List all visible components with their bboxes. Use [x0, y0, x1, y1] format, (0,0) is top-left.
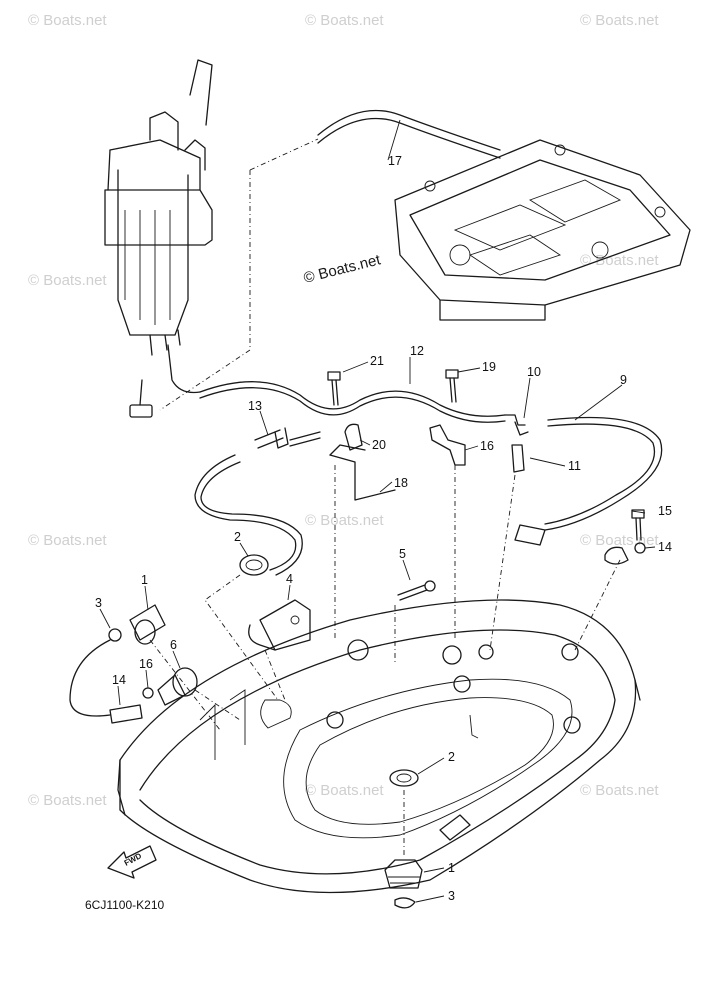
fwd-label: FWD	[123, 851, 144, 868]
callout-8: 10	[527, 365, 541, 379]
watermark: © Boats.net	[580, 532, 659, 549]
leader-lines	[99, 119, 656, 903]
callout-3-left: 3	[95, 596, 102, 610]
center-watermark: © Boats.net	[302, 251, 383, 287]
callout-9: 11	[568, 459, 581, 473]
watermarks: © Boats.net © Boats.net © Boats.net © Bo…	[28, 12, 659, 809]
hose-12	[69, 639, 143, 724]
callout-4: 4	[286, 572, 293, 586]
joint-11	[194, 427, 321, 576]
watermark: © Boats.net	[580, 12, 659, 29]
watermark: © Boats.net	[28, 12, 107, 29]
callout-18: 19	[482, 360, 496, 374]
callout-6: 6	[170, 638, 177, 652]
callout-3-lower: 3	[448, 889, 455, 903]
screw-5	[394, 580, 436, 665]
callout-15: 14	[658, 540, 672, 554]
callout-12: 14	[112, 673, 126, 687]
upper-engine-bracket	[394, 139, 691, 321]
watermark: © Boats.net	[28, 532, 107, 549]
lower-grommet-fitting-clamp	[384, 769, 423, 909]
callout-16: 15	[658, 504, 672, 518]
hose-10	[199, 381, 506, 423]
watermark: © Boats.net	[580, 252, 659, 269]
clip-15-bolt-16	[604, 509, 646, 565]
bolt-21	[327, 371, 341, 406]
callout-14: 17	[388, 154, 402, 168]
callout-20: 20	[372, 438, 386, 452]
callout-10: 12	[410, 344, 424, 358]
callout-5: 5	[399, 547, 406, 561]
fitting-6-clamp-13	[142, 667, 241, 721]
part-4	[248, 599, 311, 701]
watermark: © Boats.net	[28, 272, 107, 289]
callout-2-upper: 2	[234, 530, 241, 544]
joint-8-tube-9	[489, 414, 529, 651]
fwd-arrow: FWD	[107, 845, 157, 879]
hose-14	[159, 109, 501, 411]
callout-7: 9	[620, 373, 627, 387]
callout-21: 21	[370, 354, 384, 368]
callout-1-lower: 1	[448, 861, 455, 875]
fuel-pump-assembly	[104, 59, 213, 418]
watermark: © Boats.net	[305, 12, 384, 29]
grommet-2-upper	[204, 554, 279, 701]
bottom-cowling	[117, 599, 641, 894]
watermark: © Boats.net	[305, 512, 384, 529]
callout-13: 16	[139, 657, 153, 671]
callout-1-left: 1	[141, 573, 148, 587]
bolt-18-holder-17	[429, 369, 466, 640]
callout-labels: 17 21 12 19 10 9 13 20 18 16 11 15 14 2 …	[95, 154, 672, 903]
callout-19: 18	[394, 476, 408, 490]
fitting-1-clamp-3-left	[108, 604, 221, 731]
callout-17: 16	[480, 439, 494, 453]
hose-7	[514, 416, 663, 651]
watermark: © Boats.net	[305, 782, 384, 799]
watermark: © Boats.net	[28, 792, 107, 809]
callout-2-lower: 2	[448, 750, 455, 764]
callout-11: 13	[248, 399, 262, 413]
diagram-code: 6CJ1100-K210	[85, 898, 164, 912]
watermark: © Boats.net	[580, 782, 659, 799]
holder-20-19	[329, 423, 396, 640]
